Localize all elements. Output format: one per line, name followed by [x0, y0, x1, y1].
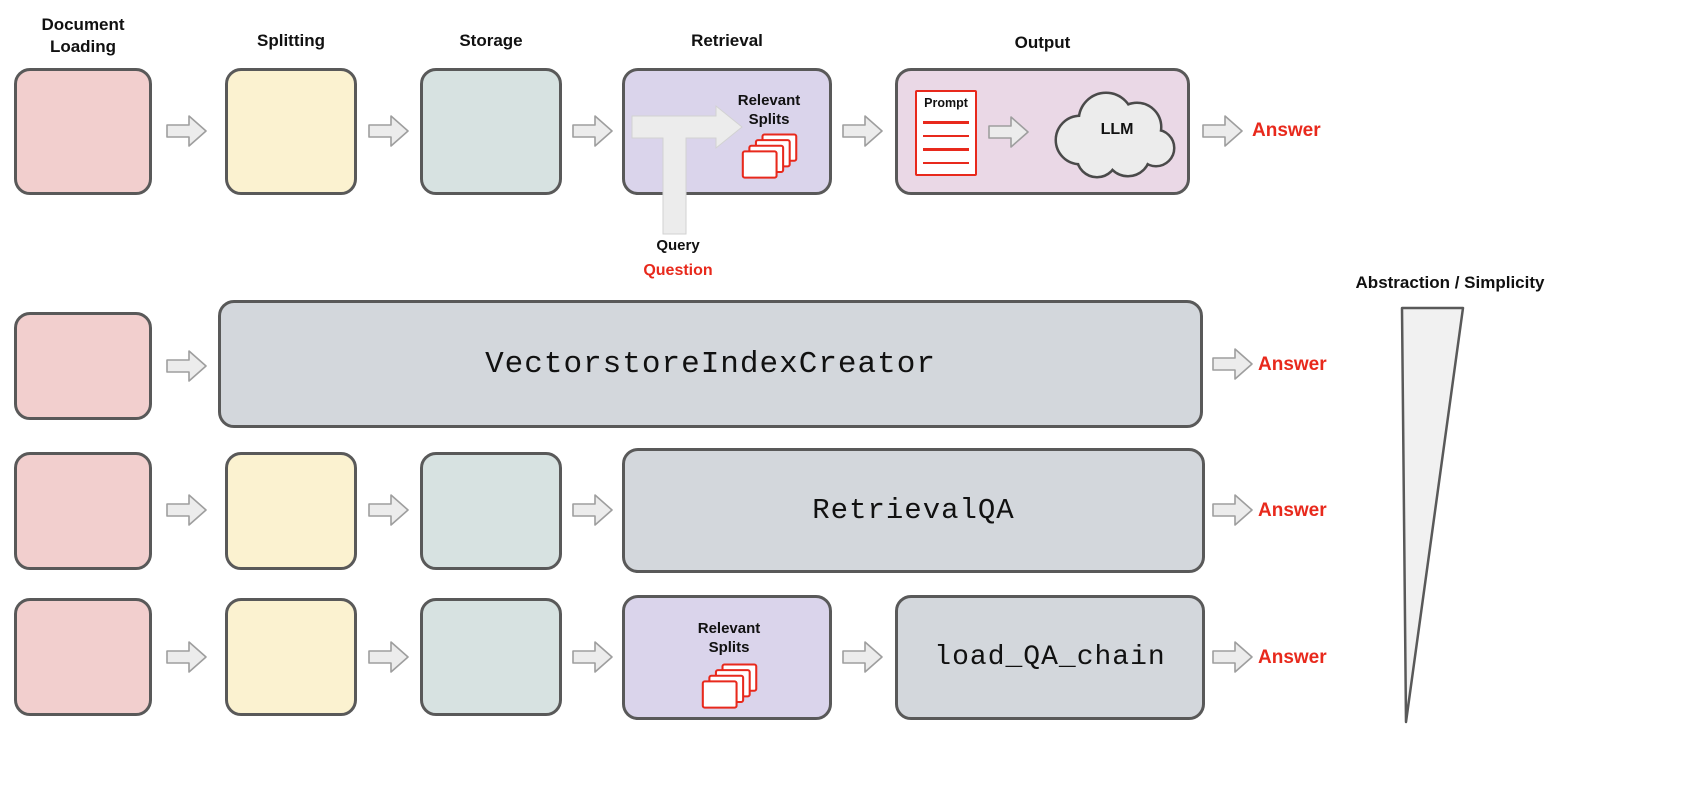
prompt-line: [923, 121, 969, 124]
document-loading-box: [14, 452, 152, 570]
storage-box: [420, 598, 562, 716]
prompt-line: [923, 161, 969, 164]
question-label: Question: [643, 262, 713, 279]
abstraction-triangle-icon: [1400, 306, 1465, 724]
document-stack-icon: [740, 132, 800, 182]
flow-arrow-icon: [1202, 113, 1244, 149]
query-label: Query: [656, 237, 700, 254]
answer-label: Answer: [1252, 120, 1321, 141]
stage-label-retrieval: Retrieval: [691, 31, 763, 50]
flow-arrow-icon: [842, 639, 884, 675]
splitting-box: [225, 598, 357, 716]
flow-arrow-icon: [1212, 346, 1254, 382]
flow-arrow-icon: [572, 492, 614, 528]
retrieval-qa-label: RetrievalQA: [812, 494, 1015, 527]
prompt-label: Prompt: [924, 96, 968, 110]
prompt-line: [923, 134, 969, 137]
flow-arrow-icon: [1212, 492, 1254, 528]
flow-arrow-icon: [842, 113, 884, 149]
answer-label: Answer: [1258, 500, 1327, 521]
load-qa-chain-box: load_QA_chain: [895, 595, 1205, 720]
flow-arrow-icon: [166, 113, 208, 149]
llm-cloud-icon: [1054, 91, 1176, 179]
document-loading-box: [14, 68, 152, 195]
splitting-box: [225, 68, 357, 195]
document-stack-icon: [700, 662, 760, 712]
splitting-box: [225, 452, 357, 570]
retrieval-qa-box: RetrievalQA: [622, 448, 1205, 573]
vectorstore-index-creator-box: VectorstoreIndexCreator: [218, 300, 1203, 428]
document-loading-box: [14, 598, 152, 716]
load-qa-chain-label: load_QA_chain: [934, 642, 1166, 673]
document-loading-box: [14, 312, 152, 420]
storage-box: [420, 68, 562, 195]
relevant-splits-label: Relevant Splits: [697, 620, 761, 656]
flow-arrow-icon: [166, 492, 208, 528]
prompt-line: [923, 148, 969, 151]
prompt-to-llm-arrow-icon: [988, 114, 1030, 150]
relevant-splits-label: Relevant Splits: [737, 92, 801, 128]
stage-label-output: Output: [1014, 33, 1071, 52]
flow-arrow-icon: [572, 113, 614, 149]
answer-label: Answer: [1258, 647, 1327, 668]
prompt-icon: Prompt: [915, 90, 977, 176]
llm-label: LLM: [1100, 121, 1134, 138]
flow-arrow-icon: [166, 639, 208, 675]
flow-arrow-icon: [1212, 639, 1254, 675]
vectorstore-index-creator-label: VectorstoreIndexCreator: [485, 346, 936, 382]
answer-label: Answer: [1258, 354, 1327, 375]
query-flow-arrow-icon: [631, 104, 743, 235]
flow-arrow-icon: [166, 348, 208, 384]
flow-arrow-icon: [368, 639, 410, 675]
storage-box: [420, 452, 562, 570]
stage-label-splitting: Splitting: [257, 31, 325, 50]
stage-label-document-loading: Document Loading: [41, 15, 125, 57]
abstraction-axis-title: Abstraction / Simplicity: [1355, 273, 1545, 292]
flow-arrow-icon: [368, 492, 410, 528]
flow-arrow-icon: [572, 639, 614, 675]
stage-label-storage: Storage: [459, 31, 523, 50]
flow-arrow-icon: [368, 113, 410, 149]
